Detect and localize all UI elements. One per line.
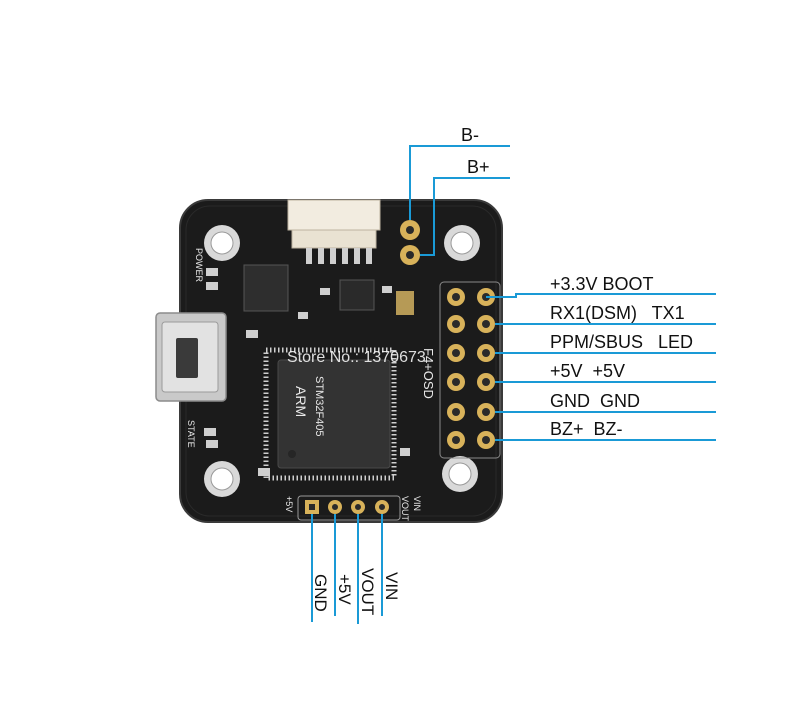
label-b-minus: B-: [461, 125, 479, 145]
leader-b-minus: [409, 145, 510, 220]
label-rx1-tx1: RX1(DSM) TX1: [550, 303, 685, 323]
components: [204, 264, 414, 476]
mcu-chip: [263, 347, 397, 481]
silk-pad-vout: VOUT: [400, 496, 410, 522]
jst-connector: [287, 199, 381, 264]
mounting-hole-top-left: [204, 225, 240, 261]
bottom-pads: [297, 495, 401, 521]
leader-boot: [486, 293, 716, 298]
leader-lines: [311, 145, 716, 624]
silk-state: STATE: [186, 420, 196, 448]
label-gnd: GND GND: [550, 391, 640, 411]
leader-b-plus: [420, 177, 510, 256]
label-boot: +3.3V BOOT: [550, 274, 654, 294]
battery-pads: [400, 220, 420, 265]
silk-chip-part: STM32F405: [313, 376, 325, 437]
label-vout-bottom: VOUT: [358, 568, 377, 615]
right-header-pads: [439, 281, 501, 459]
label-ppm-led: PPM/SBUS LED: [550, 332, 693, 352]
label-vin-bottom: VIN: [382, 572, 401, 600]
store-watermark: Store No.: 1370673: [287, 349, 426, 366]
label-b-plus: B+: [467, 157, 490, 177]
mounting-hole-bottom-left: [204, 461, 240, 497]
silk-chip-brand: ARM: [293, 386, 309, 417]
mounting-hole-bottom-right: [442, 456, 478, 492]
label-5v-bottom: +5V: [335, 574, 354, 605]
silk-power: POWER: [194, 248, 204, 283]
mounting-hole-top-right: [444, 225, 480, 261]
micro-usb-port: [155, 312, 227, 402]
label-bz: BZ+ BZ-: [550, 419, 623, 439]
silk-pad-vin: VIN: [412, 496, 422, 511]
label-gnd-bottom: GND: [311, 574, 330, 612]
silk-pad-5v: +5V: [284, 496, 294, 512]
label-5v: +5V +5V: [550, 361, 625, 381]
silk-model: F4+OSD: [421, 348, 436, 399]
